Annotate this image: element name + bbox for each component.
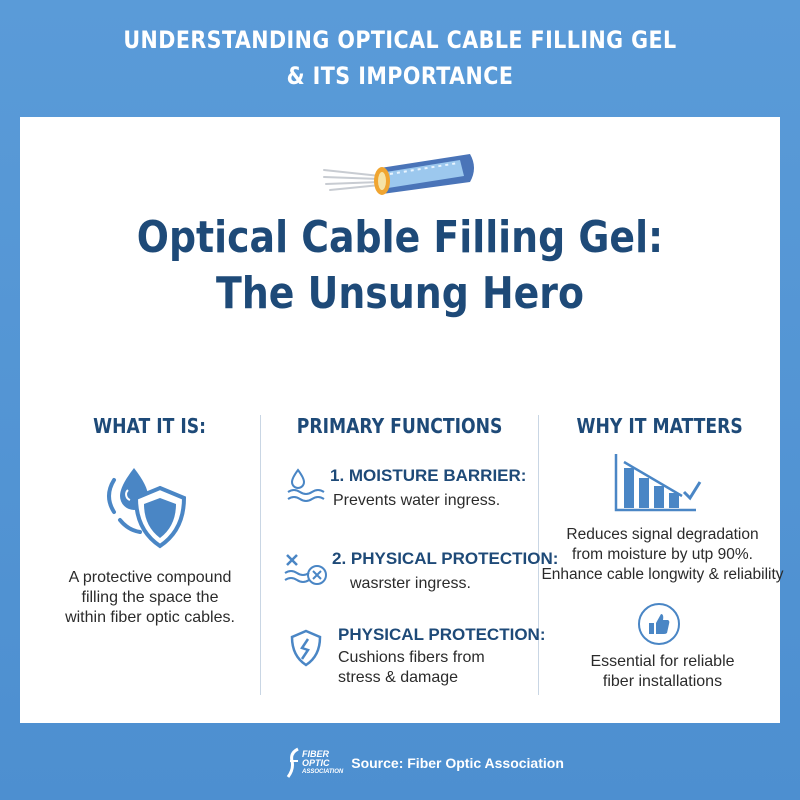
cracked-shield-icon — [290, 629, 322, 667]
declining-bar-chart-icon — [614, 454, 702, 512]
logo-text: FIBER OPTIC ASSOCIATION — [302, 748, 344, 775]
water-waves-icon — [287, 468, 325, 502]
header-line-1: UNDERSTANDING OPTICAL CABLE FILLING GEL — [123, 26, 677, 54]
content-panel — [20, 117, 780, 723]
what-it-is-heading: WHAT IT IS: — [93, 414, 207, 438]
hero-title: Optical Cable Filling Gel: The Unsung He… — [0, 210, 800, 322]
why-it-matters-text-2: Essential for reliable fiber installatio… — [590, 653, 735, 690]
no-water-icon — [284, 554, 327, 585]
why-it-matters-heading: WHY IT MATTERS — [576, 414, 744, 438]
function-3-desc: Cushions fibers from stress & damage — [338, 649, 485, 686]
header-title: UNDERSTANDING OPTICAL CABLE FILLING GEL … — [0, 22, 800, 94]
fiber-cable-icon — [323, 154, 474, 195]
fiber-optic-association-logo — [286, 747, 299, 778]
water-drop-shield-icon — [107, 468, 187, 549]
header-line-2: & ITS IMPORTANCE — [286, 62, 514, 90]
hero-title-line-1: Optical Cable Filling Gel: — [136, 212, 664, 263]
footer: FIBER OPTIC ASSOCIATION Source: Fiber Op… — [286, 743, 564, 783]
what-it-is-text: A protective compound filling the space … — [65, 569, 235, 626]
primary-functions-heading: PRIMARY FUNCTIONS — [297, 414, 503, 438]
function-2-desc: wasrster ingress. — [350, 575, 471, 592]
column-divider — [260, 415, 261, 695]
why-it-matters-text: Reduces signal degradation from moisture… — [541, 526, 784, 583]
function-3-title: PHYSICAL PROTECTION: — [338, 625, 546, 644]
thumbs-up-icon — [638, 603, 680, 645]
function-1-title: 1. MOISTURE BARRIER: — [330, 466, 527, 485]
hero-title-line-2: The Unsung Hero — [216, 268, 584, 319]
column-divider — [538, 415, 539, 695]
source-credit: Source: Fiber Optic Association — [351, 755, 564, 771]
function-1-desc: Prevents water ingress. — [333, 492, 501, 509]
function-2-title: 2. PHYSICAL PROTECTION: — [332, 549, 559, 568]
